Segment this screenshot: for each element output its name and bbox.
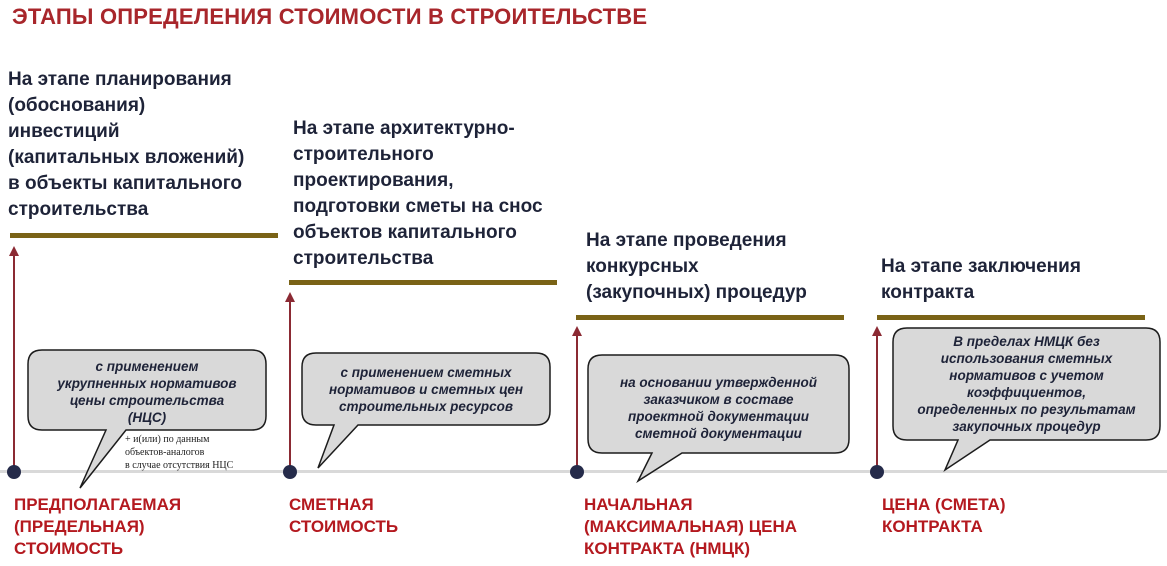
bubble-text-design: с применением сметных нормативов и сметн…	[329, 365, 523, 414]
stage-bar-procurement	[576, 315, 844, 320]
cost-label-smeta: СМЕТНАЯ СТОИМОСТЬ	[289, 495, 399, 536]
arrowhead-up-icon	[9, 246, 19, 256]
bubble-text-contract: В пределах НМЦК без использования сметны…	[917, 334, 1136, 434]
arrowhead-up-icon	[572, 326, 582, 336]
stage-heading-contract: На этапе заключения контракта	[881, 256, 1081, 303]
stage-arrow-planning	[13, 254, 15, 468]
timeline-dot-planning	[7, 465, 21, 479]
cost-label-nmck: НАЧАЛЬНАЯ (МАКСИМАЛЬНАЯ) ЦЕНА КОНТРАКТА …	[584, 495, 798, 558]
cost-label-estimated: ПРЕДПОЛАГАЕМАЯ (ПРЕДЕЛЬНАЯ) СТОИМОСТЬ	[14, 495, 182, 558]
stage-arrow-design	[289, 300, 291, 468]
cost-label-contract: ЦЕНА (СМЕТА) КОНТРАКТА	[882, 495, 1006, 536]
stage-heading-planning: На этапе планирования (обоснования) инве…	[8, 69, 245, 220]
stage-heading-procurement: На этапе проведения конкурсных (закупочн…	[586, 230, 807, 303]
stage-heading-design: На этапе архитектурно- строительного про…	[293, 118, 543, 269]
speech-bubble-design	[301, 352, 551, 469]
footnote-analogs: + и(или) по данным объектов-аналогов в с…	[125, 434, 234, 471]
stage-bar-contract	[877, 315, 1145, 320]
timeline-dot-design	[283, 465, 297, 479]
stage-bar-design	[289, 280, 557, 285]
arrowhead-up-icon	[285, 292, 295, 302]
speech-bubble-planning	[27, 349, 267, 489]
stage-bar-planning	[10, 233, 278, 238]
bubble-text-planning: с применением укрупненных нормативов цен…	[57, 359, 237, 425]
arrowhead-up-icon	[872, 326, 882, 336]
stage-arrow-contract	[876, 334, 878, 468]
timeline-dot-contract	[870, 465, 884, 479]
timeline-dot-procurement	[570, 465, 584, 479]
bubble-text-procurement: на основании утвержденной заказчиком в с…	[620, 375, 817, 441]
stage-arrow-procurement	[576, 334, 578, 468]
speech-bubble-contract	[892, 327, 1161, 473]
page-title: ЭТАПЫ ОПРЕДЕЛЕНИЯ СТОИМОСТИ В СТРОИТЕЛЬС…	[12, 4, 648, 29]
speech-bubble-procurement	[587, 354, 850, 484]
